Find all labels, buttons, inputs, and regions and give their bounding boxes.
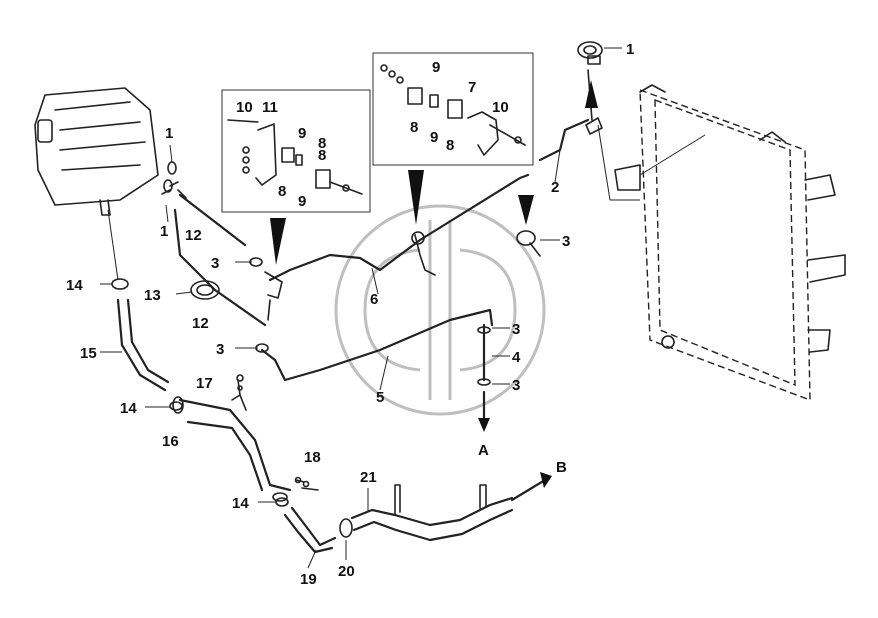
label-3: 3 — [512, 377, 520, 394]
clamp-3-right — [516, 230, 541, 257]
clamp-13 — [190, 280, 220, 300]
watermark-logo — [334, 204, 546, 416]
label-3: 3 — [216, 341, 224, 358]
label-9: 9 — [298, 125, 306, 142]
pointer-arrow — [585, 80, 598, 108]
label-10: 10 — [236, 99, 253, 116]
radiator — [614, 84, 846, 402]
arrow-label-a: A — [478, 442, 489, 459]
label-18: 18 — [304, 449, 321, 466]
label-3: 3 — [562, 233, 570, 250]
pipe-12-lower — [173, 208, 267, 327]
pipe-21 — [350, 496, 514, 527]
label-8: 8 — [318, 147, 326, 164]
label-12: 12 — [185, 227, 202, 244]
label-14: 14 — [66, 277, 83, 294]
callout-labels: 1 1 1 2 3 3 3 3 3 4 5 6 7 8 8 8 8 8 9 9 … — [66, 41, 634, 588]
label-5: 5 — [376, 389, 384, 406]
label-17: 17 — [196, 375, 213, 392]
small-clamps — [163, 161, 289, 507]
hose-2 — [538, 118, 590, 162]
engine-block — [34, 87, 159, 216]
label-4: 4 — [512, 349, 521, 366]
leader-lines — [100, 47, 622, 569]
label-12: 12 — [192, 315, 209, 332]
clamp-20 — [339, 518, 353, 538]
pipe-16 — [178, 398, 292, 492]
pipe-12-upper — [178, 193, 247, 247]
label-20: 20 — [338, 563, 355, 580]
label-19: 19 — [300, 571, 317, 588]
label-9: 9 — [430, 129, 438, 146]
label-8: 8 — [446, 137, 454, 154]
label-14: 14 — [232, 495, 249, 512]
label-13: 13 — [144, 287, 161, 304]
label-8: 8 — [318, 135, 326, 152]
pipe-6 — [268, 173, 530, 282]
label-3: 3 — [211, 255, 219, 272]
label-9: 9 — [432, 59, 440, 76]
label-9: 9 — [298, 193, 306, 210]
label-8: 8 — [278, 183, 286, 200]
label-21: 21 — [360, 469, 377, 486]
label-15: 15 — [80, 345, 97, 362]
label-7: 7 — [468, 79, 476, 96]
hose-19 — [290, 506, 337, 547]
detail-box-left — [221, 89, 371, 213]
label-10: 10 — [492, 99, 509, 116]
label-8: 8 — [410, 119, 418, 136]
arrow-label-b: B — [556, 459, 567, 476]
label-3: 3 — [512, 321, 520, 338]
pipe-5 — [260, 308, 494, 382]
label-2: 2 — [551, 179, 559, 196]
label-1: 1 — [626, 41, 634, 58]
detail-box-right — [372, 52, 534, 166]
hose-15 — [116, 298, 167, 392]
label-6: 6 — [370, 291, 378, 308]
label-14: 14 — [120, 400, 137, 417]
label-1: 1 — [165, 125, 173, 142]
pipe-bracket — [411, 231, 436, 276]
clamp-1-top — [577, 41, 603, 65]
detail-left-parts — [227, 119, 363, 195]
detail-right-parts — [380, 64, 526, 156]
label-16: 16 — [162, 433, 179, 450]
label-11: 11 — [262, 99, 278, 116]
label-1: 1 — [160, 223, 168, 240]
